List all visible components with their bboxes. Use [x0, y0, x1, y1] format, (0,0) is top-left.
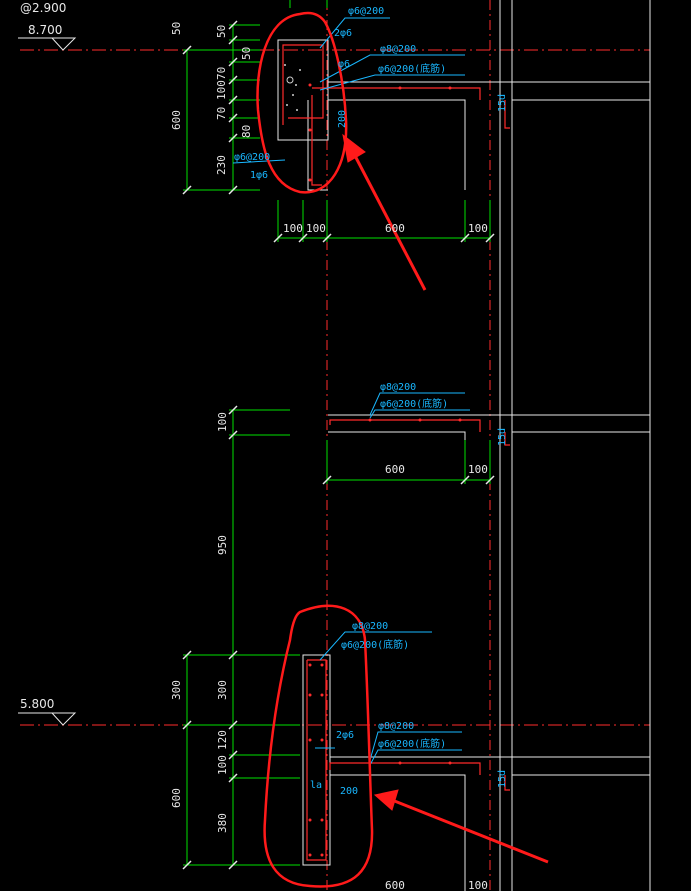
dim-top-50-outer: 50 [170, 22, 183, 35]
dim-top-600: 600 [170, 110, 183, 130]
highlight-loop-bottom [263, 604, 374, 888]
dim-top-230: 230 [215, 155, 228, 175]
rebar-label-top-b: 2φ6 [334, 28, 352, 39]
rebar-label-bot-h: 15d [497, 770, 508, 788]
dim-mid-h-600: 600 [385, 463, 405, 476]
dim-bot-100: 100 [216, 755, 229, 775]
annotation-marks [256, 11, 374, 888]
rebar-lines [282, 44, 510, 861]
dim-bot-120: 120 [216, 730, 229, 750]
dim-bot-300-inner: 300 [216, 680, 229, 700]
dim-bot-h-600: 600 [385, 879, 405, 891]
rebar-label-mid-a: φ8@200 [380, 382, 416, 393]
dim-inner-80: 80 [240, 125, 253, 138]
dim-bot-600: 600 [170, 788, 183, 808]
dim-bot-h-100: 100 [468, 879, 488, 891]
rebar-label-bot-b: φ6@200(底筋) [341, 638, 409, 651]
rebar-label-top-f: 200 [337, 110, 348, 128]
dim-mid-100: 100 [216, 412, 229, 432]
concrete-hatch [284, 64, 301, 111]
dim-h-100c: 100 [468, 222, 488, 235]
dim-inner-100: 100 [215, 80, 228, 100]
rebar-label-bot-e: φ6@200(底筋) [378, 737, 446, 750]
rebar-label-top-h: 1φ6 [250, 170, 268, 181]
dim-inner-70b: 70 [215, 107, 228, 120]
dim-h-100b: 100 [306, 222, 326, 235]
structure-outlines [277, 0, 651, 891]
dim-bot-300-outer: 300 [170, 680, 183, 700]
highlight-loop-top [256, 11, 348, 194]
dim-mid-950: 950 [216, 535, 229, 555]
elevation-top-partial: @2.900 [20, 1, 66, 15]
dim-mid-h-100: 100 [468, 463, 488, 476]
dim-inner-50b: 50 [240, 47, 253, 60]
dimension-ticks [182, 20, 495, 870]
elevation-markers [18, 37, 77, 726]
rebar-label-bot-f: la [310, 780, 322, 791]
rebar-label-bot-g: 200 [340, 786, 358, 797]
dim-inner-50a: 50 [215, 25, 228, 38]
leader-lines [232, 17, 470, 766]
rebar-label-bot-d: φ8@200 [378, 721, 414, 732]
rebar-label-bot-a: φ8@200 [352, 621, 388, 632]
elevation-5800: 5.800 [20, 697, 54, 711]
dimension-lines [183, 0, 491, 866]
annotation-arrows [342, 133, 549, 864]
rebar-label-top-i: 15d [497, 94, 508, 112]
dim-bot-380: 380 [216, 813, 229, 833]
dim-h-100a: 100 [283, 222, 303, 235]
rebar-label-top-g: φ6@200 [234, 152, 270, 163]
rebar-label-top-d: φ6@200(底筋) [378, 62, 446, 75]
rebar-label-mid-b: φ6@200(底筋) [380, 397, 448, 410]
rebar-dots [308, 83, 462, 857]
rebar-label-top-c: φ8@200 [380, 44, 416, 55]
rebar-label-top-e: φ6 [338, 59, 350, 70]
rebar-label-mid-c: 15d [497, 428, 508, 446]
dim-h-600: 600 [385, 222, 405, 235]
elevation-8700: 8.700 [28, 23, 62, 37]
rebar-label-bot-c: 2φ6 [336, 730, 354, 741]
dim-inner-70a: 70 [215, 67, 228, 80]
rebar-label-top-a: φ6@200 [348, 6, 384, 17]
